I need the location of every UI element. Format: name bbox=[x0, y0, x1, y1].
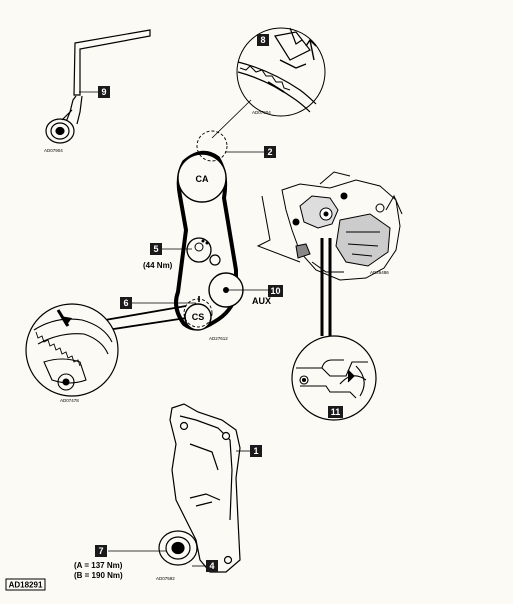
image-code-crank-detail: AD07478 bbox=[60, 398, 79, 403]
crankshaft-pulley bbox=[184, 303, 212, 331]
svg-text:10: 10 bbox=[270, 286, 280, 296]
camshaft-pulley bbox=[177, 153, 227, 203]
svg-text:6: 6 bbox=[123, 298, 128, 308]
idler-pulley bbox=[209, 254, 221, 266]
svg-text:AD18291: AD18291 bbox=[9, 581, 43, 590]
crank-link-lower bbox=[106, 317, 187, 331]
crank-link-upper bbox=[104, 305, 187, 321]
image-code-belt-detail: AD07904 bbox=[252, 110, 271, 115]
crank-torque-a: (A = 137 Nm) bbox=[74, 561, 123, 570]
callout-1: 1 bbox=[250, 445, 262, 457]
svg-text:9: 9 bbox=[101, 87, 106, 97]
zoom-circle-belt bbox=[196, 130, 228, 162]
image-code-tool: AD07904 bbox=[44, 148, 63, 153]
svg-text:4: 4 bbox=[209, 561, 214, 571]
belt-mark-detail bbox=[236, 27, 326, 117]
auxiliary-label: AUX bbox=[252, 296, 271, 306]
crank-torque-b: (B = 190 Nm) bbox=[74, 571, 123, 580]
image-code-cover: AD07592 bbox=[156, 576, 175, 581]
callout-11: 11 bbox=[328, 406, 343, 418]
detail-link-line bbox=[211, 99, 252, 139]
callout-4: 4 bbox=[206, 560, 218, 572]
image-code-pump-photo: AD26486 bbox=[370, 270, 389, 275]
belt-layout: CA AUX CS bbox=[174, 130, 271, 331]
callout-5: 5 bbox=[150, 243, 162, 255]
svg-text:5: 5 bbox=[153, 244, 158, 254]
svg-text:2: 2 bbox=[267, 147, 272, 157]
svg-text:8: 8 bbox=[260, 35, 265, 45]
figure-reference: AD18291 bbox=[5, 578, 46, 591]
callout-8: 8 bbox=[257, 34, 269, 46]
callout-7: 7 bbox=[95, 545, 107, 557]
svg-text:1: 1 bbox=[253, 446, 258, 456]
timing-cover bbox=[169, 403, 241, 573]
locking-tool-illustration bbox=[45, 29, 151, 144]
injection-pump-illustration bbox=[256, 171, 403, 281]
crankshaft-label: CS bbox=[192, 312, 205, 322]
tensioner-pulley bbox=[186, 237, 212, 263]
callout-2: 2 bbox=[264, 146, 276, 158]
crankshaft-bolt bbox=[158, 530, 198, 566]
image-code-belt-layout: AD27612 bbox=[209, 336, 228, 341]
tensioner-torque: (44 Nm) bbox=[143, 261, 173, 270]
crankshaft-marking-detail bbox=[25, 303, 119, 397]
svg-text:11: 11 bbox=[331, 407, 341, 417]
callout-6: 6 bbox=[120, 297, 132, 309]
camshaft-label: CA bbox=[196, 174, 209, 184]
pump-timing-detail bbox=[291, 335, 377, 421]
callout-9: 9 bbox=[98, 86, 110, 98]
svg-text:7: 7 bbox=[98, 546, 103, 556]
callout-10: 10 bbox=[268, 285, 283, 297]
